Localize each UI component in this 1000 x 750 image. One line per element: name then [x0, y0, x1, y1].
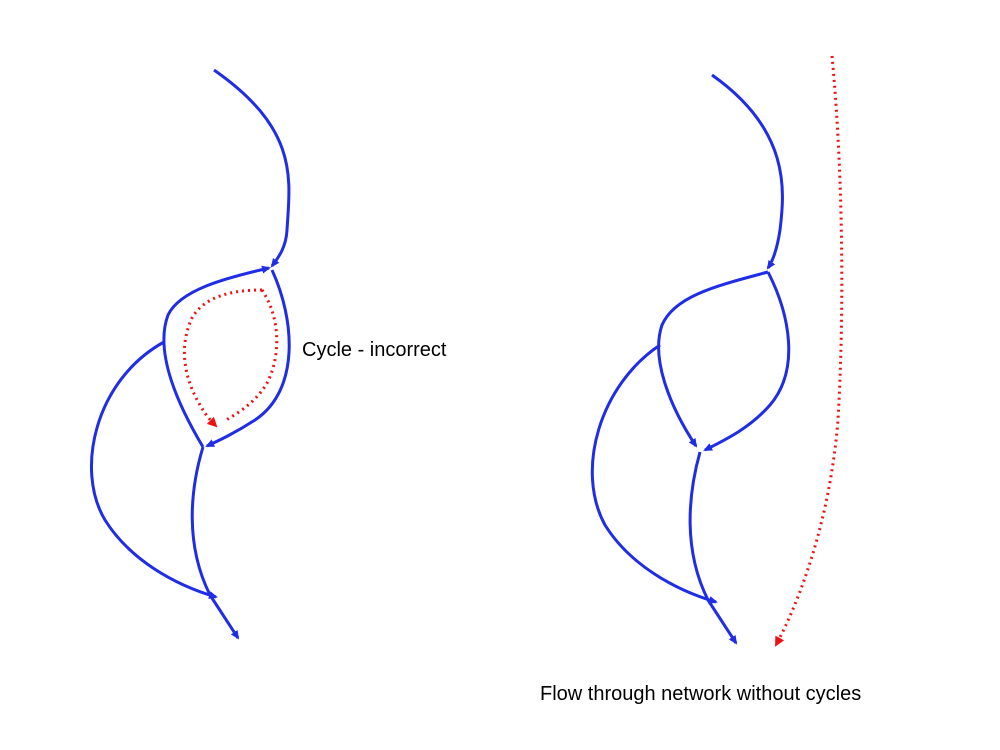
right-edge-inflow [711, 73, 784, 270]
left-diagram [89, 68, 291, 640]
left-edge-inflow [213, 68, 291, 268]
left-cycle-highlight-arrow [182, 288, 263, 428]
right-edge-b-to-c [688, 451, 710, 601]
cycle-label: Cycle - incorrect [302, 339, 447, 361]
right-edge-a-to-b-left [657, 270, 769, 448]
right-edge-a-to-b-right [703, 271, 791, 452]
left-cycle-highlight-top [225, 289, 279, 422]
right-diagram [590, 55, 844, 647]
left-edge-b-to-a [162, 265, 271, 448]
left-edge-outflow [208, 594, 240, 640]
right-edge-branch-to-c [590, 343, 718, 604]
left-edge-branch-to-c [89, 340, 218, 599]
left-edge-a-to-b [205, 269, 291, 448]
flow-label: Flow through network without cycles [540, 683, 862, 705]
right-edge-outflow [706, 599, 738, 645]
left-edge-b-to-c [190, 446, 212, 596]
right-flow-highlight-arrow [774, 55, 844, 647]
